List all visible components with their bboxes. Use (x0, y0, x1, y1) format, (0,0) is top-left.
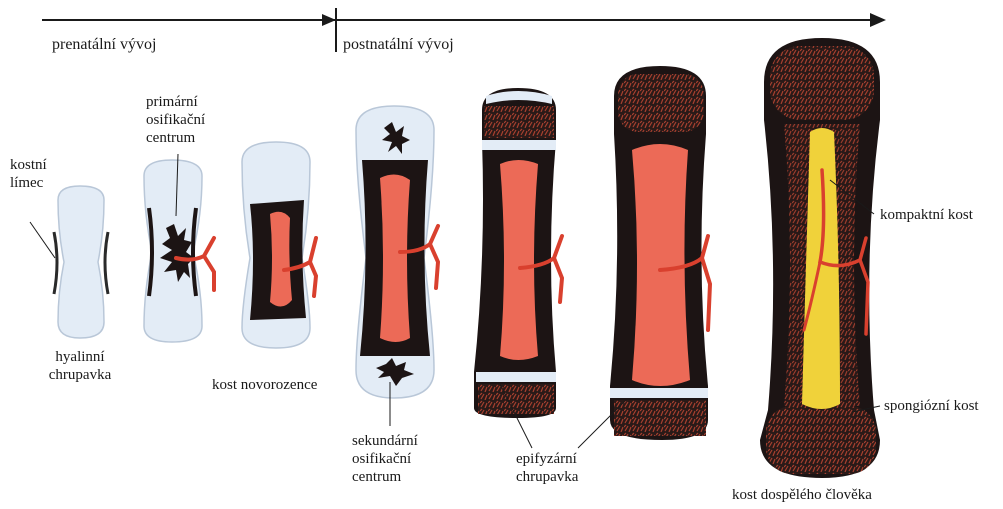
label-kostni-limec: kostní límec (10, 156, 47, 192)
label-kost-novorozence: kost novorozence (212, 376, 317, 394)
bone-collar-right (105, 232, 108, 294)
epiphyseal-plate-bottom (476, 372, 556, 382)
pointer-kostni-limec (30, 222, 55, 258)
label-sekundarni-centrum: sekundární osifikační centrum (352, 432, 418, 486)
cartilage-model (58, 186, 104, 338)
marrow-cavity (500, 160, 538, 360)
bone-stage-cartilage (30, 186, 108, 338)
epiphysis-spongy-top (618, 74, 704, 132)
epiphysis-spongy-bottom (614, 400, 706, 436)
epiphyseal-plate-top (482, 140, 556, 150)
marrow-cavity (380, 174, 410, 342)
bone-stage-growing (578, 66, 710, 448)
bone-stage-epiphyseal-plate (474, 88, 562, 448)
label-primarni-centrum: primární osifikační centrum (146, 93, 205, 147)
epiphysis-spongy-bottom (766, 406, 876, 474)
label-kompaktni-kost: kompaktní kost (880, 206, 973, 224)
label-hyalinni-chrupavka: hyalinní chrupavka (40, 348, 120, 384)
epiphysis-spongy-top (770, 46, 874, 120)
postnatal-label: postnatální vývoj (343, 36, 454, 53)
label-epifyzarni-chrupavka: epifyzární chrupavka (516, 450, 578, 486)
bone-collar-right (193, 208, 196, 296)
epiphysis-spongy-top (484, 106, 554, 138)
bone-collar-left (54, 232, 57, 294)
label-spongiozni-kost: spongiózní kost (884, 397, 979, 415)
bone-stage-adult (760, 38, 880, 478)
bone-stage-secondary-center (356, 106, 438, 426)
bone-collar-left (149, 208, 152, 296)
bone-stage-newborn (242, 142, 316, 348)
timeline-arrowhead-right (870, 13, 886, 27)
marrow-cavity (270, 212, 292, 307)
prenatal-label: prenatální vývoj (52, 36, 156, 53)
timeline: prenatální vývoj postnatální vývoj (42, 8, 886, 53)
epiphysis-spongy-bottom (478, 384, 554, 414)
epiphyseal-plate-bottom (610, 388, 708, 398)
bone-stage-primary-center (144, 154, 214, 342)
marrow-cavity (632, 144, 690, 386)
timeline-arrowhead-left (322, 14, 336, 26)
label-kost-dospeleho: kost dospělého člověka (732, 486, 872, 504)
